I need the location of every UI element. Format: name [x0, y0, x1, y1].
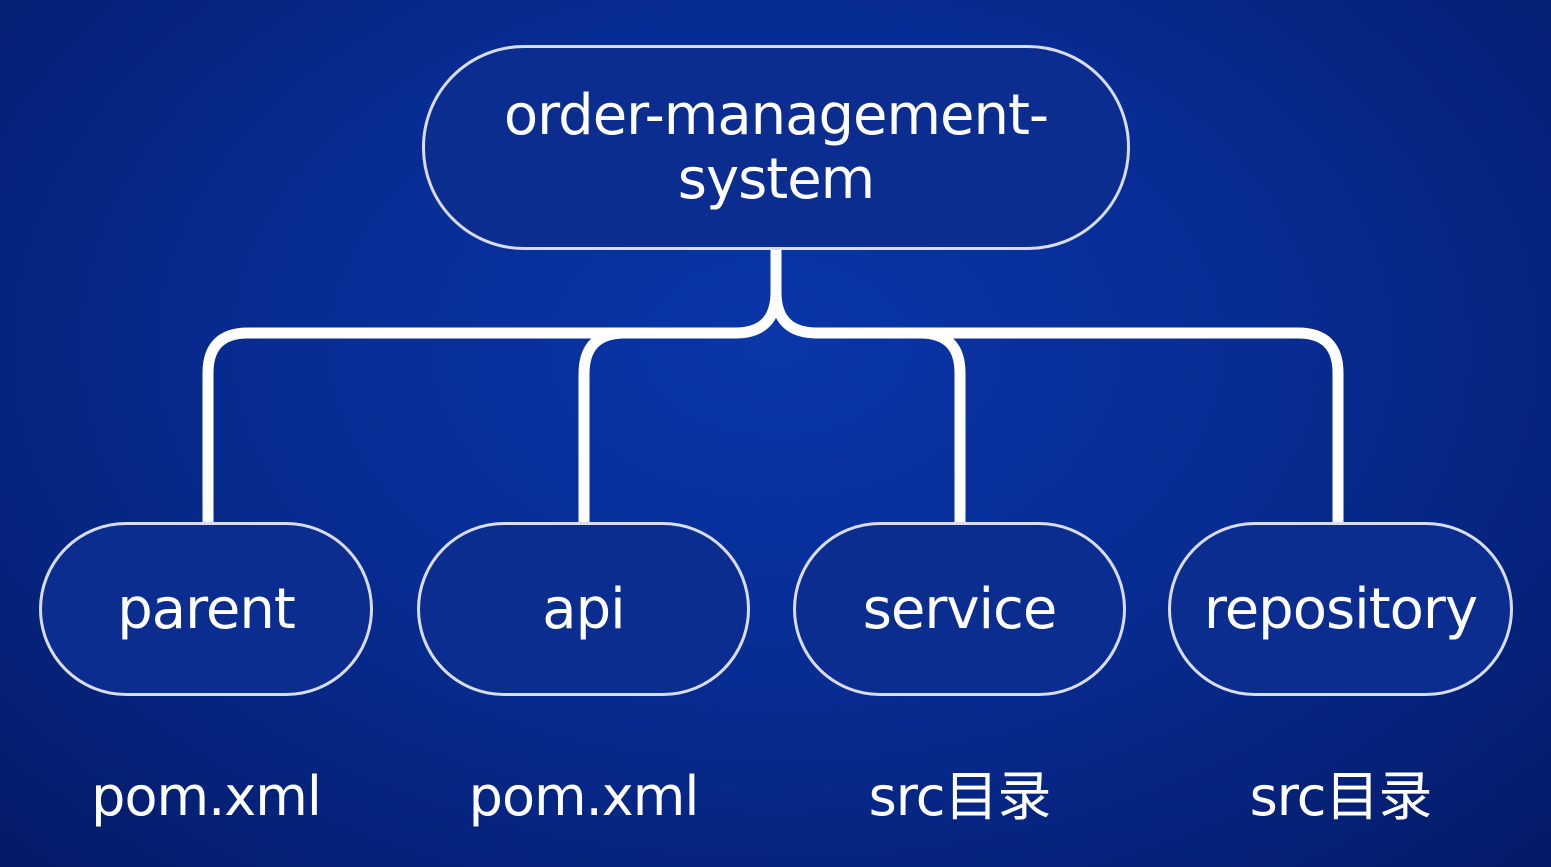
root-label-line1: order-management- [503, 82, 1049, 148]
module-label: api [542, 576, 625, 642]
module-caption-repository: src目录 [1249, 765, 1433, 828]
module-label: service [862, 576, 1058, 642]
root-node: order-management- system [422, 45, 1130, 250]
connector-to-parent [202, 286, 782, 528]
module-node-api: api [417, 522, 750, 696]
connector-to-service [811, 327, 966, 528]
module-caption-api: pom.xml [468, 765, 700, 828]
module-node-repository: repository [1168, 522, 1513, 696]
module-caption-service: src目录 [868, 765, 1052, 828]
module-label: repository [1203, 576, 1478, 642]
root-label-line2: system [677, 146, 875, 212]
module-node-parent: parent [39, 522, 373, 696]
module-node-service: service [793, 522, 1126, 696]
connector-to-repository [770, 286, 1344, 528]
module-caption-parent: pom.xml [91, 765, 322, 828]
connector-to-api [578, 327, 741, 528]
module-label: parent [117, 576, 296, 642]
